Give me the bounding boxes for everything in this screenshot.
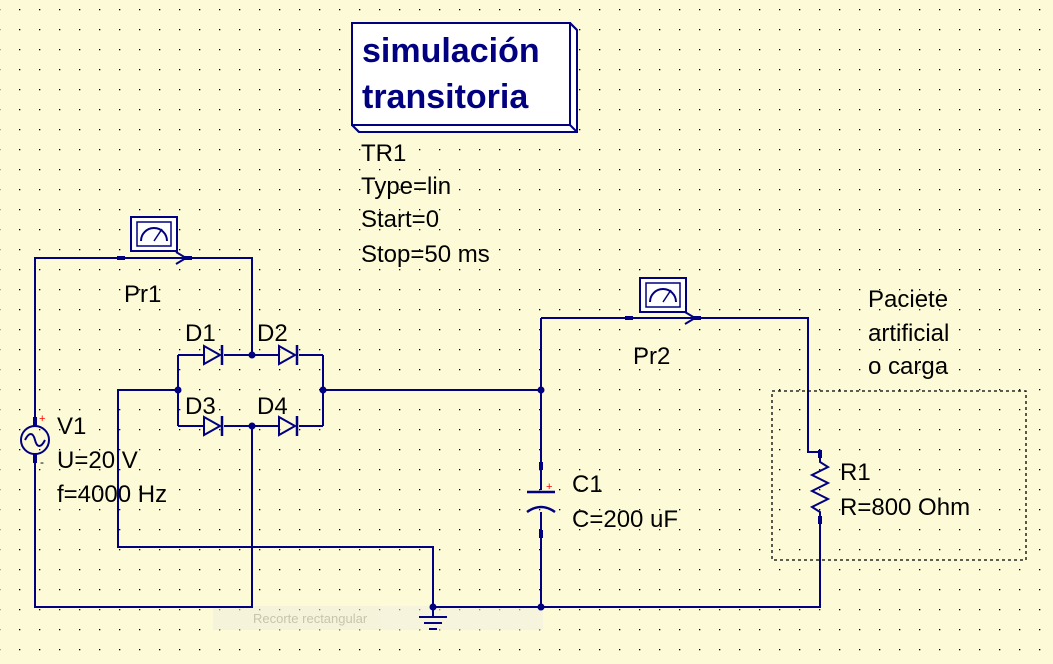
sim-type: Type=lin: [361, 173, 451, 200]
source-v1[interactable]: + - V1 U=20 V f=4000 Hz: [20, 413, 167, 508]
ammeter-probe-icon: [625, 277, 701, 325]
annotation-line2: artificial: [868, 320, 949, 347]
tooltip-text: Recorte rectangular: [253, 611, 368, 626]
tooltip: Recorte rectangular: [213, 606, 543, 630]
c1-plus: +: [546, 481, 552, 493]
diode-icon: [278, 415, 299, 437]
resistor-icon: [809, 450, 831, 524]
ammeter-probe-icon: [117, 216, 192, 265]
d2-label: D2: [257, 320, 288, 347]
capacitor-icon: [526, 462, 556, 538]
resistor-r1[interactable]: R1 R=800 Ohm: [809, 450, 970, 524]
diode-d4[interactable]: D4: [257, 393, 299, 437]
diode-icon: [278, 344, 299, 366]
junctions: [174, 351, 545, 611]
diode-d1[interactable]: D1: [185, 320, 224, 366]
v1-label: V1: [57, 413, 86, 440]
capacitor-c1[interactable]: + C1 C=200 uF: [526, 462, 678, 538]
load-annotation[interactable]: Paciete artificial o carga: [771, 286, 1027, 561]
r1-label: R1: [840, 459, 871, 486]
diode-icon: [203, 344, 224, 366]
sim-start: Start=0: [361, 206, 439, 233]
diode-icon: [203, 415, 224, 437]
r1-value: R=800 Ohm: [840, 494, 970, 521]
annotation-line1: Paciete: [868, 286, 948, 313]
v1-frequency: f=4000 Hz: [57, 481, 167, 508]
probe-pr1[interactable]: Pr1: [117, 216, 192, 308]
wire-pr1-to-bridge[interactable]: [192, 257, 253, 355]
simulation-block[interactable]: simulación transitoria: [351, 22, 578, 133]
wire-pr2-to-r1[interactable]: [701, 317, 820, 453]
v1-voltage: U=20 V: [57, 447, 138, 474]
probe-pr2[interactable]: Pr2: [625, 277, 701, 370]
sim-name: TR1: [361, 140, 406, 167]
wire-r1-bottom[interactable]: [433, 522, 821, 608]
v1-minus: -: [40, 455, 44, 469]
v1-plus: +: [39, 413, 45, 425]
d4-label: D4: [257, 393, 288, 420]
ground-symbol[interactable]: [419, 607, 447, 630]
ac-source-icon: [20, 417, 50, 463]
c1-value: C=200 uF: [572, 506, 678, 533]
sim-stop: Stop=50 ms: [361, 241, 490, 268]
diode-d3[interactable]: D3: [185, 393, 224, 437]
ground-icon: [419, 607, 447, 630]
d3-label: D3: [185, 393, 216, 420]
sim-title-line1: simulación: [362, 32, 540, 70]
pr1-label: Pr1: [124, 281, 161, 308]
diode-d2[interactable]: D2: [257, 320, 299, 366]
wire-v1-bottom[interactable]: [34, 426, 253, 608]
wire-v1-to-pr1[interactable]: [34, 257, 117, 417]
wire-bridge-neg[interactable]: [117, 389, 434, 607]
annotation-line3: o carga: [868, 353, 949, 380]
pr2-label: Pr2: [633, 343, 670, 370]
sim-title-line2: transitoria: [362, 78, 529, 116]
c1-label: C1: [572, 471, 603, 498]
d1-label: D1: [185, 320, 216, 347]
